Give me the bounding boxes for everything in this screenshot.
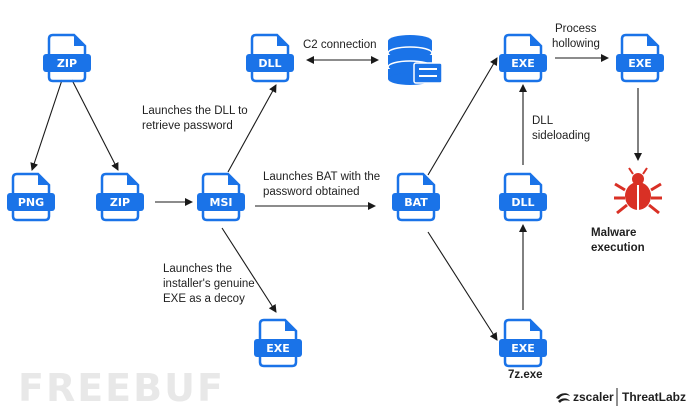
zscaler-brand: zscaler [573, 390, 614, 404]
file-icon-label: EXE [266, 342, 290, 355]
label-process-hollowing-line1: Process [555, 23, 597, 35]
label-decoy-line3: EXE as a decoy [163, 293, 245, 305]
arrow-bat-to-exe [427, 57, 498, 176]
database-icon [387, 35, 443, 85]
file-icon-label: ZIP [110, 196, 130, 209]
threatlabz-brand: ThreatLabz [622, 390, 687, 404]
file-icon-label: EXE [628, 57, 652, 70]
file-icon-zip-mid: ZIP [96, 172, 144, 222]
bug-icon [614, 167, 662, 215]
label-decoy-line2: installer's genuine [163, 278, 255, 290]
arrow-zip-to-zip [71, 79, 119, 171]
label-7z-exe: 7z.exe [508, 369, 543, 381]
file-icon-exe-top: EXE [499, 33, 547, 83]
label-launch-bat-line2: password obtained [263, 186, 360, 198]
file-icon-label: DLL [511, 196, 534, 209]
label-launch-dll-line2: retrieve password [142, 120, 233, 132]
watermark: FREEBUF [18, 366, 225, 410]
file-icon-label: BAT [404, 196, 428, 209]
file-icon-exe-7z: EXE [499, 318, 547, 368]
file-icon-label: PNG [18, 196, 44, 209]
zscaler-logo-icon [556, 393, 570, 403]
label-launch-bat-line1: Launches BAT with the [263, 171, 381, 183]
file-icon-label: EXE [511, 342, 535, 355]
file-icon-exe-decoy: EXE [254, 318, 302, 368]
file-icon-msi: MSI [197, 172, 245, 222]
label-dll-sideloading-line1: DLL [532, 115, 554, 127]
arrow-bat-to-7z [427, 231, 498, 341]
label-malware-execution: Malware execution [591, 227, 645, 254]
arrow-zip-to-png [30, 79, 63, 171]
file-icon-label: EXE [511, 57, 535, 70]
label-dll-sideloading-line2: sideloading [532, 130, 591, 142]
file-icon-png: PNG [7, 172, 55, 222]
arrow-msi-to-dll [227, 84, 277, 173]
file-icon-dll-mid: DLL [499, 172, 547, 222]
label-process-hollowing-line2: hollowing [552, 38, 600, 50]
label-decoy-line1: Launches the [163, 263, 233, 275]
file-icon-bat: BAT [392, 172, 440, 222]
file-icon-label: DLL [258, 57, 281, 70]
file-icon-label: MSI [210, 196, 233, 209]
arrows [30, 54, 642, 341]
label-c2-connection: C2 connection [303, 39, 377, 51]
arrow-msi-to-decoy [221, 227, 277, 313]
file-icon-exe-final: EXE [616, 33, 664, 83]
label-launch-dll-line1: Launches the DLL to [142, 105, 248, 117]
file-icon-zip-top: ZIP [43, 33, 91, 83]
file-icon-dll-top: DLL [246, 33, 294, 83]
file-icon-label: ZIP [57, 57, 77, 70]
